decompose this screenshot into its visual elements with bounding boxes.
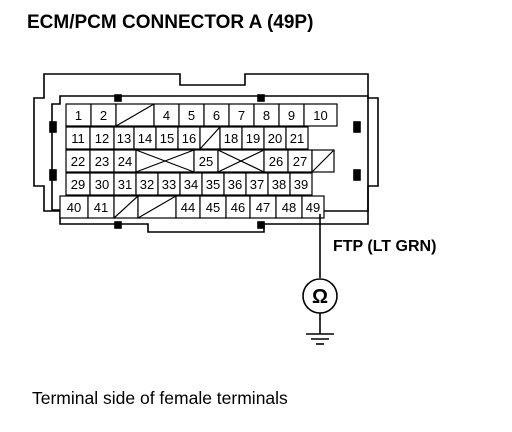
terminal-number: 11: [71, 131, 85, 146]
caption: Terminal side of female terminals: [32, 388, 288, 408]
outer-shell: [33, 73, 379, 212]
terminal-number: 16: [182, 131, 196, 146]
terminal-number: 27: [293, 154, 307, 169]
terminal-number: 20: [268, 131, 282, 146]
unused-cavity-mark: [311, 149, 335, 173]
bottom-key-right: [257, 221, 265, 229]
terminal-number: 44: [181, 200, 195, 215]
terminal-number: 47: [256, 200, 270, 215]
unused-cavity-mark: [113, 195, 139, 219]
top-key-right: [257, 94, 265, 102]
terminal-number: 7: [238, 108, 245, 123]
unused-cavity-mark: [217, 149, 265, 173]
terminal-number: 8: [263, 108, 270, 123]
left-latch-lower: [49, 169, 57, 181]
terminal-cavity: [301, 195, 325, 219]
terminal-number: 49: [306, 200, 320, 215]
connector-title: ECM/PCM CONNECTOR A (49P): [27, 12, 314, 33]
terminal-number: 36: [228, 177, 242, 192]
unused-cavity-mark: [199, 126, 221, 150]
terminal-number: 29: [71, 177, 85, 192]
right-latch: [353, 121, 361, 133]
terminal-number: 10: [313, 108, 327, 123]
terminal-number: 38: [272, 177, 286, 192]
terminal-number: 5: [188, 108, 195, 123]
unused-cavity-mark: [115, 103, 155, 127]
terminal-number: 4: [163, 108, 170, 123]
terminal-number: 35: [206, 177, 220, 192]
terminal-number: 23: [95, 154, 109, 169]
terminal-number: 18: [224, 131, 238, 146]
terminal-number: 46: [231, 200, 245, 215]
terminal-number: 9: [288, 108, 295, 123]
top-key-left: [114, 94, 122, 102]
terminal-number: 19: [246, 131, 260, 146]
terminal-cavity: [303, 103, 338, 127]
terminal-number: 45: [206, 200, 220, 215]
left-latch: [49, 121, 57, 133]
terminal-number: 12: [95, 131, 109, 146]
terminal-number: 40: [67, 200, 81, 215]
terminal-number: 34: [184, 177, 198, 192]
terminal-number: 22: [71, 154, 85, 169]
terminal-number: 25: [199, 154, 213, 169]
terminal-number: 30: [95, 177, 109, 192]
inner-frame: [51, 95, 369, 233]
ohm-symbol: Ω: [312, 286, 328, 308]
terminal-number: 37: [250, 177, 264, 192]
terminal-number: 2: [100, 108, 107, 123]
terminal-number: 14: [138, 131, 152, 146]
terminal-number: 32: [140, 177, 154, 192]
terminal-number: 13: [117, 131, 131, 146]
terminal-number: 31: [118, 177, 132, 192]
bottom-key-left: [114, 221, 122, 229]
unused-cavity-mark: [137, 195, 177, 219]
right-latch-lower: [353, 169, 361, 181]
terminal-cavity: [289, 172, 313, 196]
terminal-number: 21: [290, 131, 304, 146]
terminal-number: 41: [94, 200, 108, 215]
ftp-signal-label: FTP (LT GRN): [333, 238, 437, 255]
terminal-number: 26: [269, 154, 283, 169]
terminal-number: 39: [294, 177, 308, 192]
connector-housing: [33, 73, 379, 233]
unused-cavity-mark: [135, 149, 195, 173]
ftp-wire: [302, 214, 338, 345]
terminal-number: 15: [160, 131, 174, 146]
terminal-cavity: [285, 126, 309, 150]
terminal-number: 1: [75, 108, 82, 123]
terminal-number: 33: [162, 177, 176, 192]
terminal-number: 48: [282, 200, 296, 215]
terminal-number: 6: [213, 108, 220, 123]
terminal-number: 24: [118, 154, 132, 169]
